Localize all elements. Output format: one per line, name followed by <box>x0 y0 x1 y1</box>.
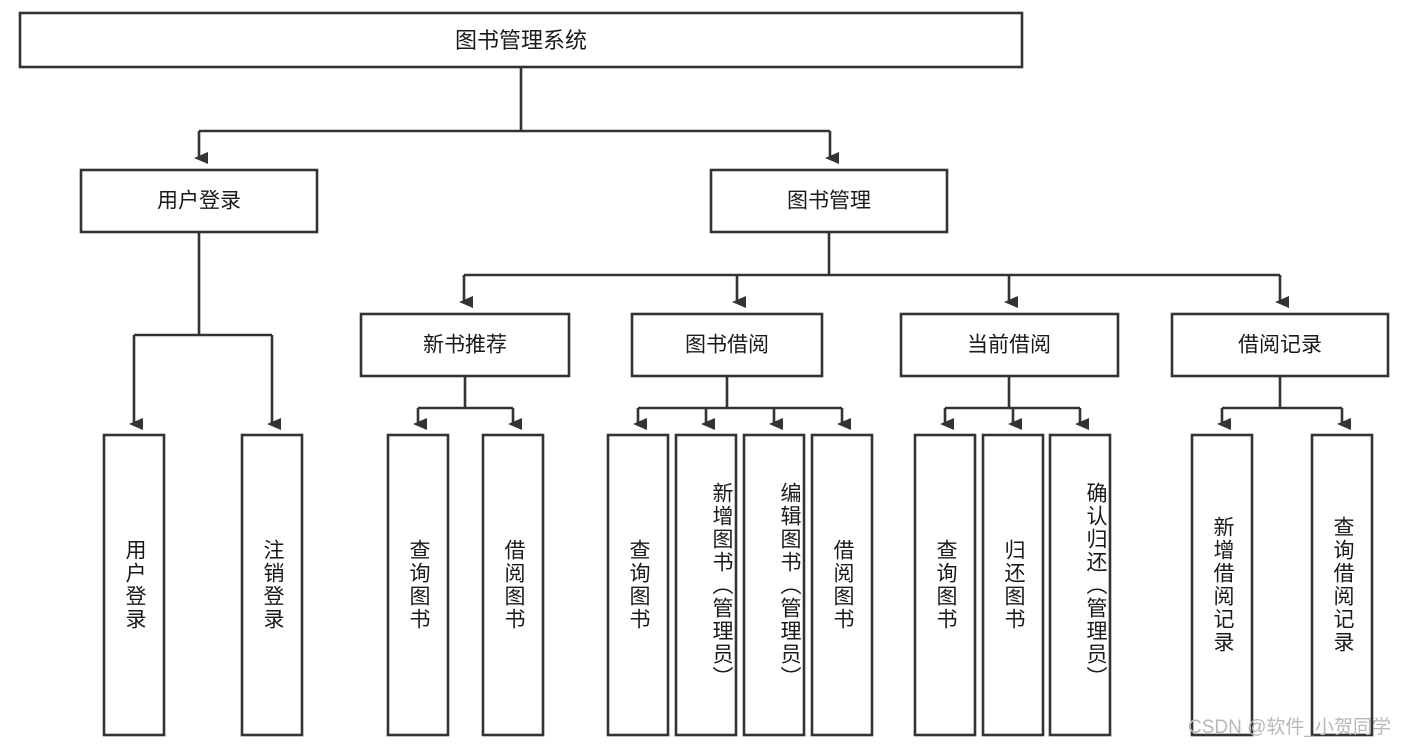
node-book-borrow-label: 图书借阅 <box>685 334 769 357</box>
leaf-box-borrow-book-1[interactable] <box>481 433 545 737</box>
leaf-box-add-book[interactable] <box>674 433 738 737</box>
node-book-borrow[interactable]: 图书借阅 <box>630 312 824 378</box>
node-root-box <box>18 11 1024 69</box>
leaf-box-edit-book[interactable] <box>742 433 806 737</box>
node-new-book-rec[interactable]: 新书推荐 <box>359 312 571 378</box>
edge-current-borrow-to-leaves <box>940 376 1089 430</box>
leaf-box-return-book[interactable] <box>981 433 1045 737</box>
node-root-label: 图书管理系统 <box>455 28 587 53</box>
node-current-borrow[interactable]: 当前借阅 <box>899 312 1120 378</box>
edge-new-book-rec-to-leaves <box>413 376 522 430</box>
node-borrow-record-label: 借阅记录 <box>1238 334 1322 357</box>
node-current-borrow-label: 当前借阅 <box>967 334 1051 357</box>
leaf-box-query-book-3[interactable] <box>913 433 977 737</box>
node-book-manage-label: 图书管理 <box>787 190 871 213</box>
csdn-watermark: CSDN @软件_小贺同学 <box>1188 717 1391 738</box>
node-borrow-record[interactable]: 借阅记录 <box>1170 312 1390 378</box>
leaf-box-query-record[interactable] <box>1310 433 1374 737</box>
node-root[interactable]: 图书管理系统 <box>18 11 1024 69</box>
edge-book-borrow-to-leaves <box>633 376 851 430</box>
leaf-box-confirm-return[interactable] <box>1048 433 1112 737</box>
node-user-login-box <box>79 168 319 234</box>
node-user-login[interactable]: 用户登录 <box>79 168 319 234</box>
leaf-box-query-book-1[interactable] <box>386 433 450 737</box>
leaf-box-user-login[interactable] <box>102 433 166 737</box>
node-current-borrow-box <box>899 312 1120 378</box>
edge-book-manage-to-level2 <box>459 232 1289 308</box>
leaf-box-add-record[interactable] <box>1190 433 1254 737</box>
leaf-box-logout[interactable] <box>240 433 304 737</box>
node-user-login-label: 用户登录 <box>157 190 241 213</box>
node-new-book-rec-box <box>359 312 571 378</box>
edge-root-to-level1 <box>194 67 839 164</box>
leaf-box-borrow-book-2[interactable] <box>810 433 874 737</box>
leaf-boxes <box>102 433 1374 737</box>
node-new-book-rec-label: 新书推荐 <box>423 334 507 357</box>
leaf-box-query-book-2[interactable] <box>606 433 670 737</box>
node-book-manage[interactable]: 图书管理 <box>709 168 949 234</box>
edge-user-login-to-leaves <box>129 232 281 430</box>
edge-borrow-record-to-leaves <box>1217 376 1351 430</box>
